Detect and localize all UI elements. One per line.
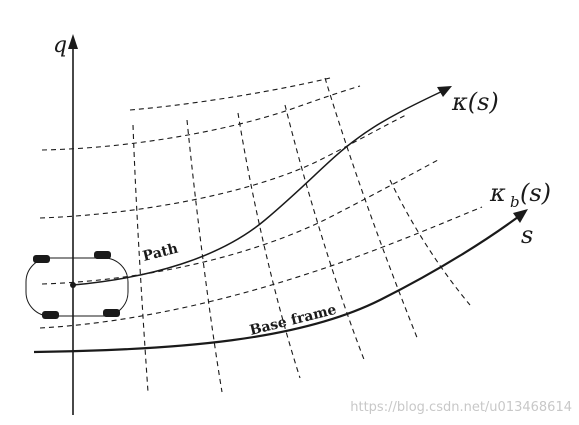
base-curvature-subscript: b: [510, 193, 520, 211]
base-frame-label: Base frame: [248, 302, 338, 339]
grid-line-q3: [39, 113, 409, 219]
grid-cross-5: [324, 77, 419, 341]
vehicle-wheel-rear-bottom-icon: [42, 311, 59, 319]
grid-line-q1: [39, 206, 483, 329]
vehicle-wheel-rear-top-icon: [33, 255, 50, 263]
base-curvature-label: κ b (s): [489, 179, 551, 211]
grid-longitudinal-lines: [132, 77, 471, 393]
q-axis-arrow-icon: [68, 34, 78, 49]
grid-cross-6: [389, 179, 471, 306]
grid-cross-2: [186, 119, 223, 393]
vehicle-reference-point: [70, 282, 76, 288]
path-label: Path: [141, 241, 180, 265]
path-curve: [72, 88, 448, 286]
grid-cross-4: [284, 104, 366, 363]
grid-cross-1: [132, 124, 149, 393]
arclength-label: s: [521, 221, 533, 249]
q-axis: [68, 34, 78, 415]
vehicle-wheel-front-top-icon: [94, 251, 111, 259]
grid-lateral-lines: [39, 77, 483, 329]
base-frame-arrow-icon: [513, 209, 528, 223]
grid-line-q5: [129, 77, 331, 111]
base-frame-curve: [33, 213, 523, 354]
vehicle-wheel-front-bottom-icon: [103, 309, 120, 317]
grid-line-q2: [41, 159, 439, 285]
vehicle-body: [25, 257, 129, 317]
q-axis-label: q: [53, 33, 67, 58]
vehicle: [25, 251, 129, 319]
path-curvature-label: κ(s): [451, 88, 499, 116]
base-curvature-kappa: κ: [489, 179, 506, 207]
grid-cross-3: [237, 112, 301, 379]
base-curvature-argument: (s): [520, 179, 551, 207]
path-arrow-icon: [437, 86, 452, 97]
grid-line-q4: [41, 85, 361, 151]
watermark-text: https://blog.csdn.net/u013468614: [350, 400, 572, 415]
